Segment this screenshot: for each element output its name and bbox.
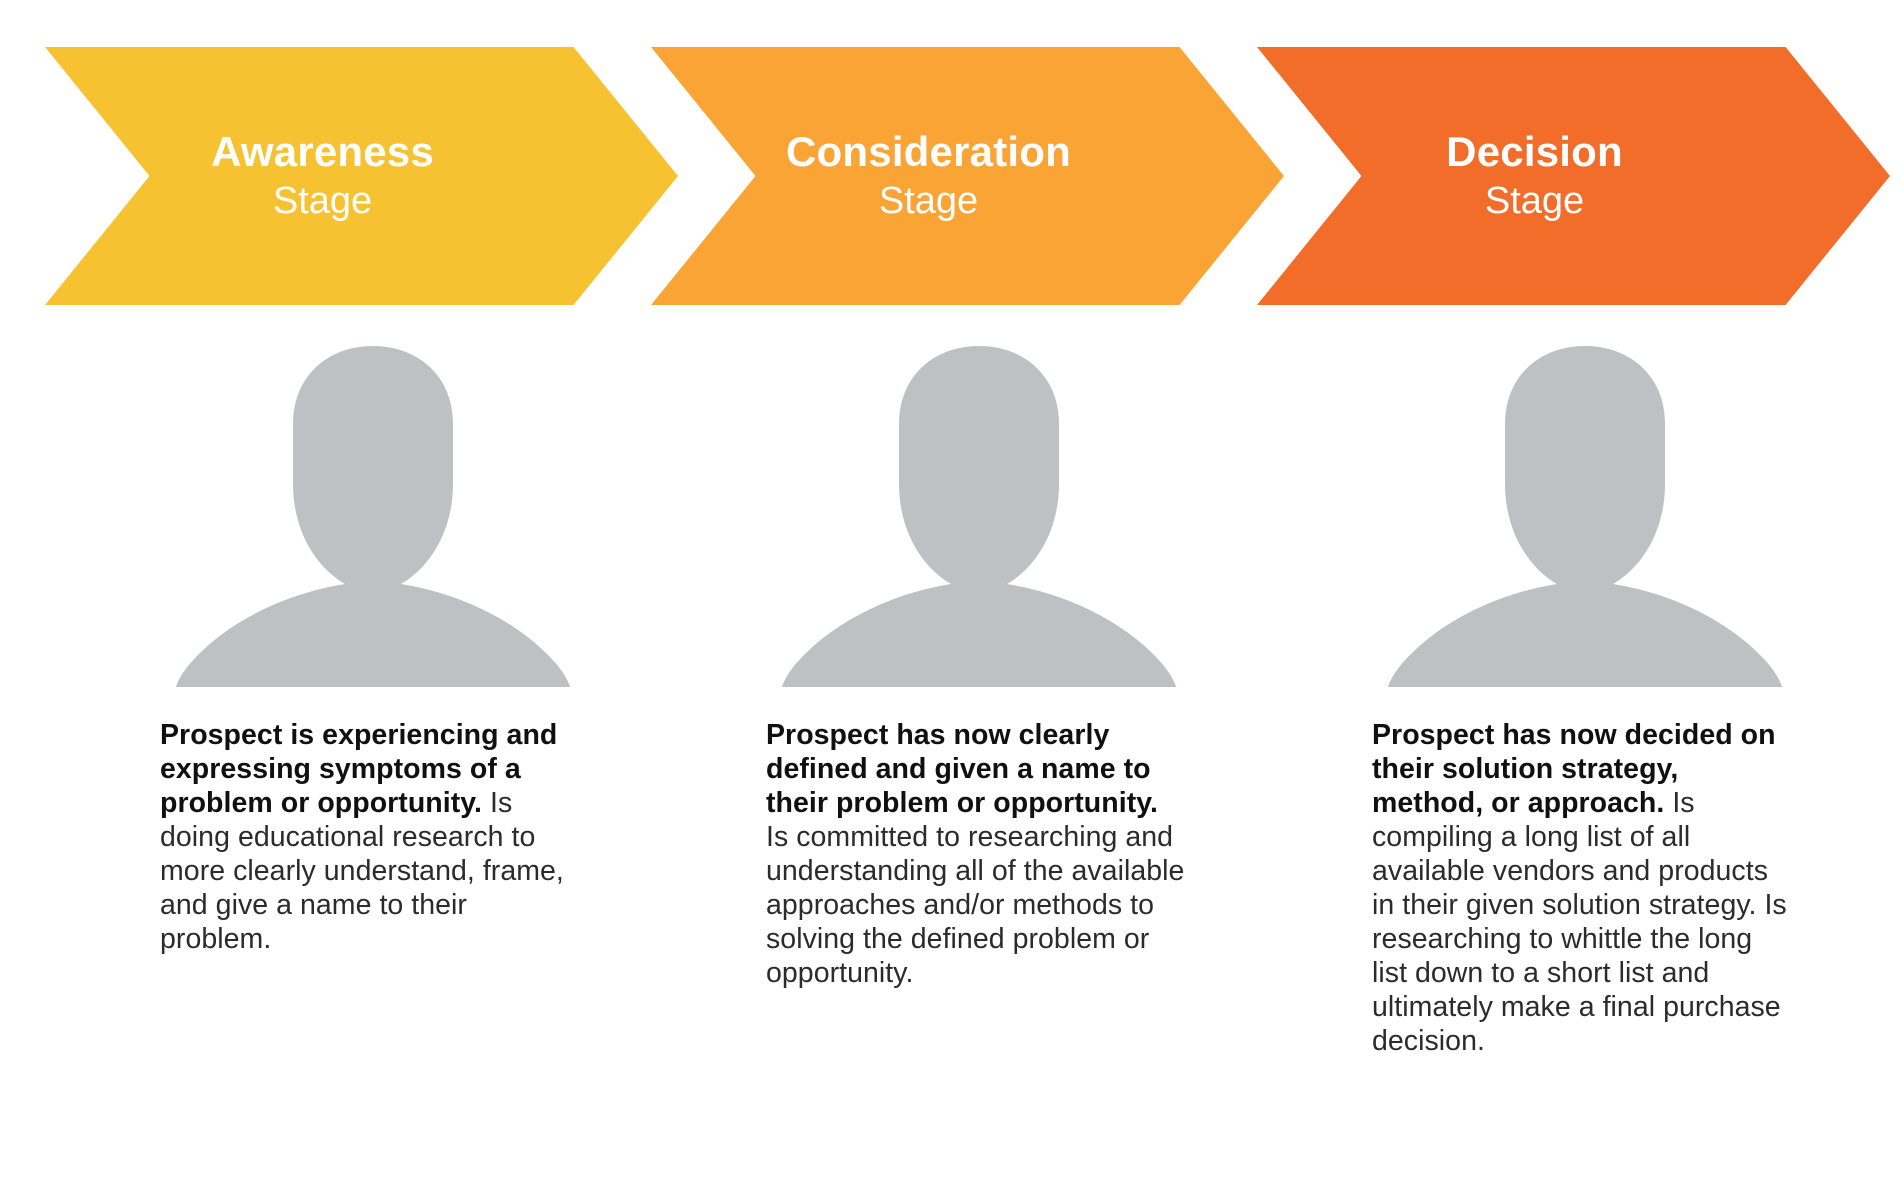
stage-title-consideration: Consideration — [786, 127, 1071, 175]
stage-banner: Awareness Stage Consideration Stage Deci… — [0, 0, 1902, 330]
stage-description-bold-decision: Prospect has now decided on their soluti… — [1372, 719, 1776, 820]
person-silhouette-icon — [1387, 346, 1783, 687]
stage-description-consideration: Prospect has now clearly defined and giv… — [766, 718, 1186, 990]
stage-description-rest-awareness: Is doing educational research to more cl… — [160, 787, 564, 956]
stage-chevron-decision[interactable]: Decision Stage — [1257, 47, 1890, 305]
stage-columns: Prospect is experiencing and expressing … — [0, 330, 1902, 1194]
stage-column-consideration: Prospect has now clearly defined and giv… — [666, 330, 1266, 989]
stage-description-bold-awareness: Prospect is experiencing and expressing … — [160, 719, 558, 820]
stage-subtitle-decision: Stage — [1484, 179, 1585, 222]
stage-description-bold-consideration: Prospect has now clearly defined and giv… — [766, 719, 1158, 820]
avatar-container-decision — [1272, 330, 1872, 690]
avatar-container-awareness — [60, 330, 660, 690]
stage-subtitle-awareness: Stage — [272, 179, 373, 222]
person-silhouette-icon — [781, 346, 1177, 687]
stage-description-awareness: Prospect is experiencing and expressing … — [160, 718, 580, 956]
stage-subtitle-consideration: Stage — [878, 179, 979, 222]
stage-description-rest-consideration: Is committed to researching and understa… — [766, 821, 1185, 990]
stage-column-decision: Prospect has now decided on their soluti… — [1272, 330, 1872, 1057]
stage-chevron-consideration[interactable]: Consideration Stage — [651, 47, 1284, 305]
person-silhouette-icon — [175, 346, 571, 687]
stage-chevron-awareness[interactable]: Awareness Stage — [45, 47, 678, 305]
stage-description-rest-decision: Is compiling a long list of all availabl… — [1372, 787, 1787, 1058]
stage-title-decision: Decision — [1446, 127, 1623, 175]
stage-title-awareness: Awareness — [211, 127, 434, 175]
stage-column-awareness: Prospect is experiencing and expressing … — [60, 330, 660, 955]
stage-description-decision: Prospect has now decided on their soluti… — [1372, 718, 1792, 1058]
avatar-container-consideration — [666, 330, 1266, 690]
